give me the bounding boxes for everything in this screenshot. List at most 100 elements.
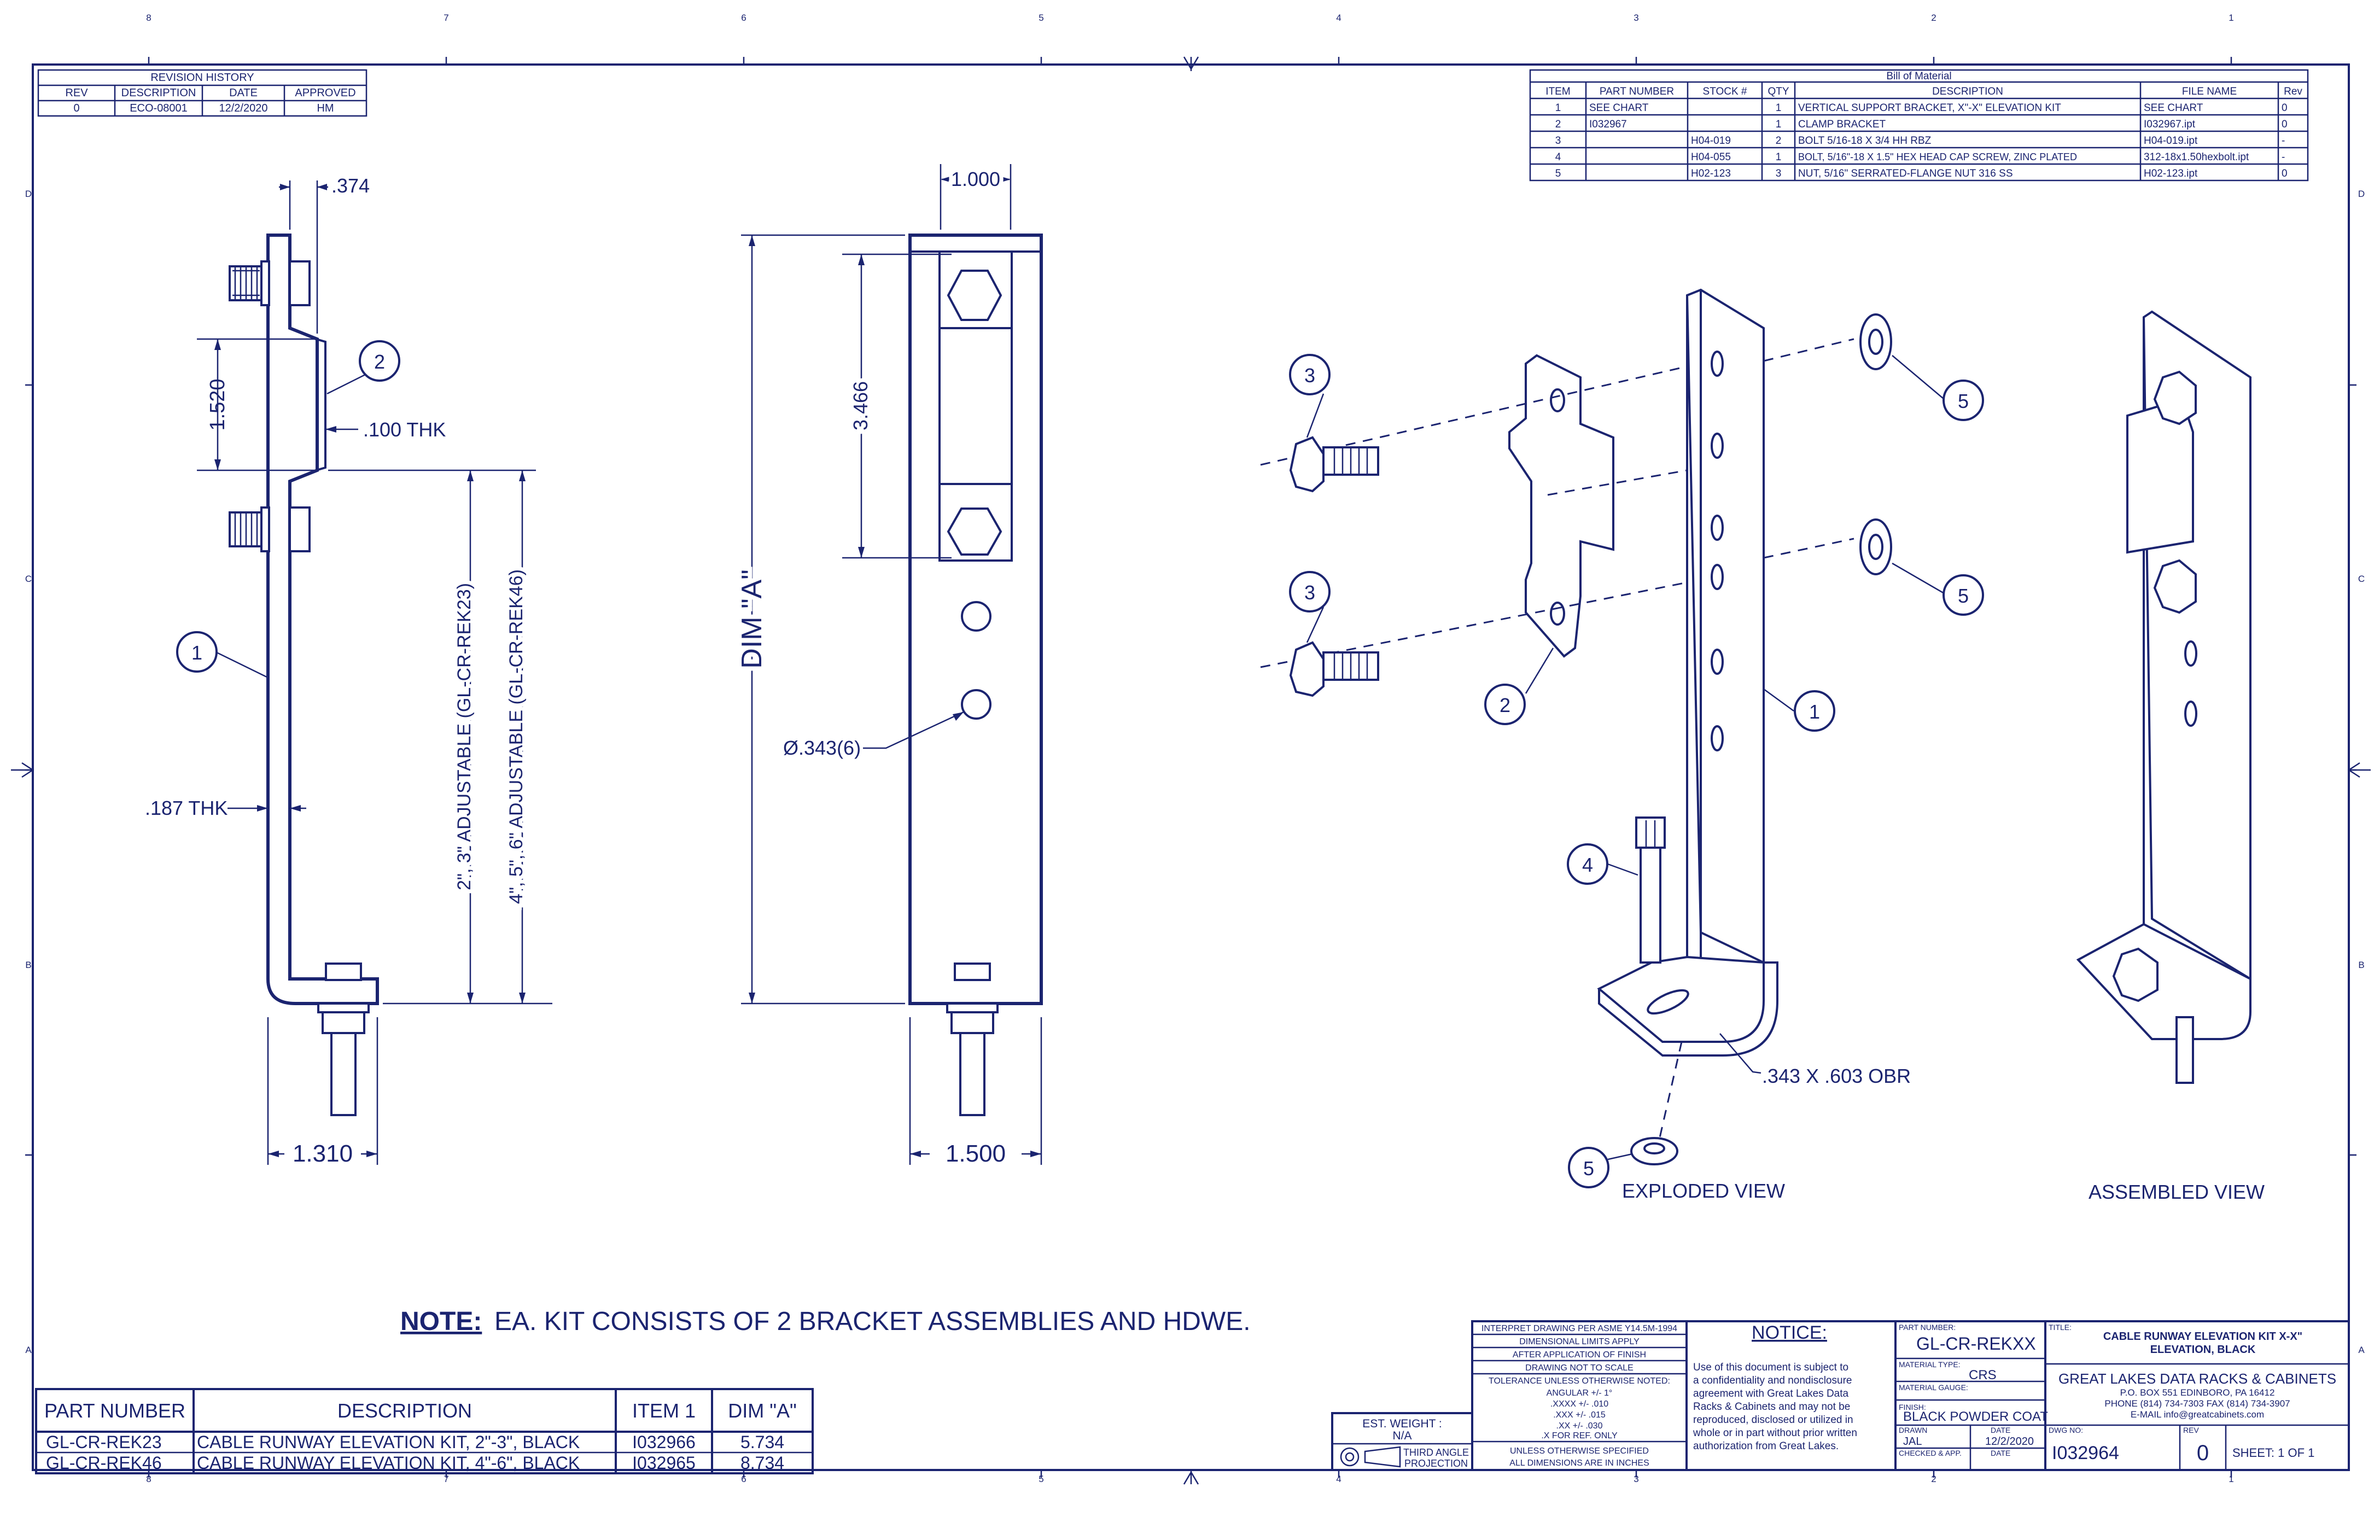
bom-header: QTY	[1768, 86, 1789, 97]
part-number-table: PART NUMBER DESCRIPTION ITEM 1 DIM "A" G…	[35, 1388, 814, 1474]
company-email: E-MAIL info@greatcabinets.com	[2131, 1409, 2264, 1420]
sheet-number: SHEET: 1 OF 1	[2232, 1446, 2314, 1460]
exploded-nut-5	[1859, 518, 1892, 575]
projection-line-2: PROJECTION	[1404, 1458, 1468, 1469]
bom-header: Rev	[2284, 86, 2302, 97]
balloon-label: 5	[1583, 1157, 1594, 1180]
bom-header: STOCK #	[1703, 86, 1747, 97]
bom-cell: BOLT, 5/16"-18 X 1.5" HEX HEAD CAP SCREW…	[1798, 151, 2077, 162]
exploded-bolt-4	[1635, 816, 1666, 964]
balloon-item-5	[1942, 574, 1984, 616]
balloon-label: 1	[1809, 701, 1820, 723]
balloon-item-5	[1942, 380, 1984, 421]
dim-adjustable-46: 4", 5", 6" ADJUSTABLE (GL-CR-REK46)	[506, 569, 527, 904]
part-number-value: GL-CR-REKXX	[1916, 1334, 2036, 1354]
drawing-title-line-2: ELEVATION, BLACK	[2150, 1344, 2256, 1356]
rev-header: DATE	[229, 87, 258, 99]
balloon-label: 5	[1958, 390, 1969, 412]
row-label-right: B	[2358, 960, 2364, 970]
parts-header: ITEM 1	[632, 1399, 696, 1422]
col-label-top: 4	[1336, 13, 1341, 23]
material-type-value: CRS	[1969, 1368, 1997, 1382]
interp-note: AFTER APPLICATION OF FINISH	[1513, 1350, 1646, 1360]
hex-bolt-head	[947, 508, 1002, 556]
drawn-date-value: 12/2/2020	[1985, 1436, 2034, 1448]
interp-note: DIMENSIONAL LIMITS APPLY	[1519, 1337, 1640, 1346]
col-label-top: 3	[1634, 13, 1638, 23]
balloon-label: 3	[1304, 364, 1315, 387]
bom-cell: 0	[2282, 119, 2288, 130]
exploded-nut-5	[1859, 313, 1892, 370]
row-label-right: C	[2358, 574, 2365, 584]
parts-cell: GL-CR-REK46	[46, 1453, 162, 1473]
bom-cell: SEE CHART	[1589, 102, 1649, 114]
balloon-item-3	[1289, 354, 1331, 395]
bom-cell: VERTICAL SUPPORT BRACKET, X"-X" ELEVATIO…	[1798, 102, 2061, 114]
parts-cell: 5.734	[740, 1432, 784, 1452]
bom-cell: -	[2282, 151, 2285, 163]
dim-hole-diameter: Ø.343(6)	[783, 737, 861, 759]
assembled-view: ASSEMBLED VIEW	[2076, 310, 2265, 1203]
front-bolt-bottom	[946, 962, 999, 1116]
exploded-view-label: EXPLODED VIEW	[1622, 1180, 1785, 1202]
row-label-left: A	[25, 1345, 32, 1355]
notice-line: authorization from Great Lakes.	[1693, 1440, 1839, 1452]
col-label-bottom: 2	[1931, 1474, 1936, 1484]
tolerance-line: .XXXX +/- .010	[1550, 1399, 1608, 1409]
material-type-label: MATERIAL TYPE:	[1899, 1360, 1961, 1369]
bom-cell: I032967	[1589, 119, 1627, 130]
dim-1520: 1.520	[206, 378, 229, 430]
col-label-top: 8	[146, 13, 151, 23]
parts-header: PART NUMBER	[44, 1399, 185, 1422]
bom-title: Bill of Material	[1886, 71, 1951, 82]
dim-1500: 1.500	[946, 1140, 1006, 1167]
col-label-top: 6	[741, 13, 746, 23]
scale-note: DRAWING NOT TO SCALE	[1525, 1363, 1634, 1373]
front-view: 1.000 3.466 DIM "A" Ø.343(6) 1.500	[732, 164, 1043, 1171]
dwg-no-value: I032964	[2052, 1443, 2119, 1463]
dim-374: .374	[331, 174, 370, 197]
balloon-item-2	[1484, 684, 1526, 725]
tolerance-line: .XX +/- .030	[1556, 1421, 1603, 1431]
col-label-top: 2	[1931, 13, 1936, 23]
checked-label: CHECKED & APP.	[1899, 1449, 1962, 1457]
dim-adjustable-23: 2", 3" ADJUSTABLE (GL-CR-REK23)	[454, 583, 475, 890]
row-label-right: A	[2358, 1345, 2365, 1355]
border-frame: 8 7 6 5 4 3 2 1 8 7 6 5 4 3 2 1 D C B A …	[11, 13, 2371, 1485]
rev-value: 0	[2197, 1441, 2209, 1465]
balloon-label: 5	[1958, 585, 1969, 607]
material-gauge-label: MATERIAL GAUGE:	[1899, 1383, 1968, 1392]
title-label: TITLE:	[2049, 1323, 2072, 1332]
dim-1310: 1.310	[293, 1140, 353, 1167]
slot-callout: .343 X .603 OBR	[1762, 1065, 1911, 1087]
bom-cell: H04-019.ipt	[2144, 135, 2198, 147]
balloon-item-3	[1289, 571, 1331, 612]
balloon-label: 2	[1500, 694, 1510, 716]
bom-cell: 1	[1776, 151, 1782, 163]
bom-header: DESCRIPTION	[1932, 86, 2003, 97]
parts-cell: CABLE RUNWAY ELEVATION KIT, 4"-6", BLACK	[197, 1453, 580, 1473]
notice-line: whole or in part without prior written	[1693, 1427, 1857, 1439]
company-address: P.O. BOX 551 EDINBORO, PA 16412	[2120, 1387, 2275, 1398]
company-name: GREAT LAKES DATA RACKS & CABINETS	[2058, 1370, 2336, 1387]
part-number-label: PART NUMBER:	[1899, 1323, 1956, 1332]
balloon-label: 2	[374, 351, 385, 373]
bom-cell: 312-18x1.50hexbolt.ipt	[2144, 151, 2249, 163]
col-label-bottom: 4	[1336, 1474, 1341, 1484]
bom-cell: 4	[1555, 151, 1561, 163]
notice-line: Use of this document is subject to	[1693, 1362, 1848, 1373]
row-label-left: D	[25, 189, 32, 199]
rev-cell: 0	[73, 102, 79, 114]
bom-cell: 1	[1776, 119, 1782, 130]
parts-cell: CABLE RUNWAY ELEVATION KIT, 2"-3", BLACK	[197, 1432, 580, 1452]
notice-line: Racks & Cabinets and may not be	[1693, 1401, 1850, 1413]
row-label-left: C	[25, 574, 32, 584]
bom-cell: 3	[1555, 135, 1561, 147]
bom-cell: BOLT 5/16-18 X 3/4 HH RBZ	[1798, 135, 1932, 147]
notice-title: NOTICE:	[1752, 1322, 1827, 1343]
bom-cell: H04-019	[1691, 135, 1731, 147]
bom-cell: 2	[1555, 119, 1561, 130]
drawing-title-line-1: CABLE RUNWAY ELEVATION KIT X-X"	[2103, 1331, 2302, 1343]
parts-cell: 8.734	[740, 1453, 784, 1473]
col-label-top: 1	[2229, 13, 2233, 23]
